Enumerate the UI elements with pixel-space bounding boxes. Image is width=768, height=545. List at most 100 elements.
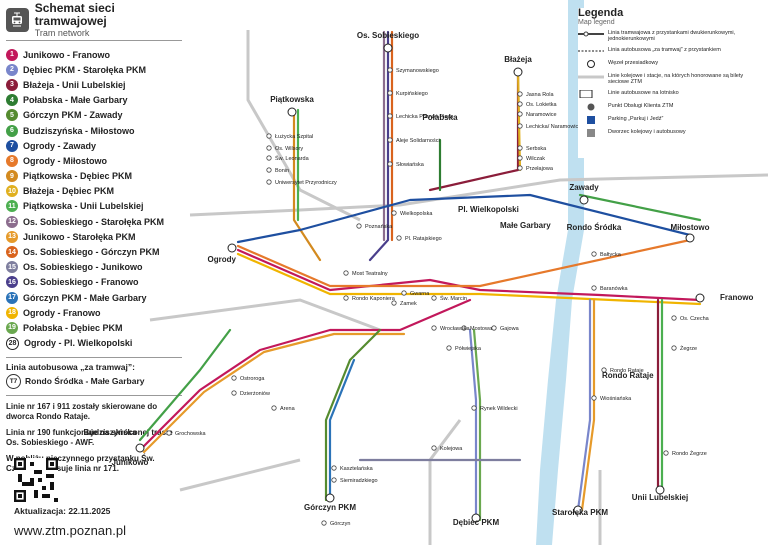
- terminal-label: Os. Sobieskiego: [357, 31, 419, 40]
- stop-marker: [266, 155, 272, 161]
- stop-marker: [431, 325, 437, 331]
- legend-item-pok: Punkt Obsługi Klienta ZTM: [578, 103, 764, 111]
- stop-marker: [266, 133, 272, 139]
- stop-labels: Os. SobieskiegoPiątkowskaBłażejaPołabska…: [84, 31, 754, 527]
- terminal-label: Pl. Wielkopolski: [458, 205, 519, 214]
- legend-title: Legenda: [578, 7, 624, 19]
- line-number-badge: 16: [6, 276, 18, 289]
- terminal-label: Małe Garbary: [500, 221, 551, 230]
- interchange-hub: [287, 107, 297, 117]
- line-number-badge: 3: [6, 78, 18, 91]
- line-route: Ogrody - Zawady: [23, 140, 97, 151]
- line-route: Piątkowska - Dębiec PKM: [23, 171, 133, 182]
- line-number-badge: 8: [6, 154, 18, 167]
- interchange-hub: [579, 195, 589, 205]
- stop-label: Grochowska: [175, 431, 207, 437]
- terminal-label: Piątkowska: [270, 95, 314, 104]
- line-number-badge: 7: [6, 139, 18, 152]
- stop-marker: [387, 137, 393, 143]
- line-route: Piątkowska - Unii Lubelskiej: [23, 201, 144, 212]
- stop-marker: [231, 390, 237, 396]
- stop-label: Bałtycka: [600, 252, 622, 258]
- interchange-hub: [325, 493, 335, 503]
- terminal-label: Starołęka PKM: [552, 508, 608, 517]
- stop-label: Kolejowa: [440, 446, 463, 452]
- website-link[interactable]: www.ztm.poznan.pl: [14, 523, 126, 538]
- line-route: Junikowo - Franowo: [23, 49, 110, 60]
- line-number-badge: 5: [6, 109, 18, 122]
- line-number-badge: 9: [6, 170, 18, 183]
- stop-label: Rondo Rataje: [610, 368, 644, 374]
- legend-item-tram: Linia tramwajowa z przystankami dwukieru…: [578, 30, 764, 42]
- line-route: Os. Sobieskiego - Górczyn PKM: [23, 247, 160, 258]
- legend-item-parking: Parking „Parkuj i Jedź”: [578, 116, 764, 124]
- stop-marker: [331, 477, 337, 483]
- stop-label: Wrocławska: [440, 326, 470, 332]
- stop-label: Ostroroga: [240, 376, 265, 382]
- stop-marker: [517, 111, 523, 117]
- stop-label: Most Teatralny: [352, 271, 388, 277]
- stop-marker: [671, 315, 677, 321]
- stop-label: Wilczak: [526, 156, 545, 162]
- stop-label: Słowiańska: [396, 162, 425, 168]
- stop-label: Baranówka: [600, 286, 628, 292]
- terminal-label: Junikowo: [112, 458, 149, 467]
- stop-marker: [356, 223, 362, 229]
- stop-marker: [517, 123, 523, 129]
- stop-label: Łużycka Szpital: [275, 134, 313, 140]
- line-route: Ogrody - Franowo: [23, 307, 101, 318]
- stop-label: Gajowa: [500, 326, 520, 332]
- bus-line-label: Linia autobusowa „za tramwaj”:: [6, 361, 135, 372]
- line-number-badge: 14: [6, 246, 18, 259]
- stop-marker: [387, 113, 393, 119]
- map-legend: Legenda Map legend Linia tramwajowa z pr…: [578, 8, 764, 158]
- stop-label: Rondo Żegrze: [672, 450, 707, 457]
- line-number-badge: 15: [6, 261, 18, 274]
- stop-label: Wiośniańska: [600, 396, 632, 402]
- stop-marker: [491, 325, 497, 331]
- stop-marker: [401, 290, 407, 296]
- stop-marker: [331, 465, 337, 471]
- stop-marker: [321, 520, 327, 526]
- interchange-hub: [135, 443, 145, 453]
- river-warta: [536, 0, 584, 545]
- stop-marker: [387, 90, 393, 96]
- stop-marker: [591, 251, 597, 257]
- stop-label: Kurpińskiego: [396, 91, 428, 97]
- stop-marker: [431, 445, 437, 451]
- legend-item-rail: Linie kolejowe i stacje, na których hono…: [578, 73, 744, 85]
- legend-item-airport: Linie autobusowe na lotnisko: [578, 89, 764, 99]
- line-route: Junikowo - Starołęka PKM: [23, 231, 136, 242]
- stop-marker: [517, 165, 523, 171]
- line-route: Górczyn PKM - Zawady: [23, 110, 123, 121]
- interchange-hub: [573, 505, 583, 515]
- page-title: Schemat sieci tramwajowej: [34, 1, 115, 28]
- stop-label: Przełajowa: [526, 166, 554, 172]
- interchange-hub: [695, 293, 705, 303]
- stop-marker: [166, 430, 172, 436]
- stop-label: Kasztelańska: [340, 466, 374, 472]
- stop-label: Górczyn: [330, 521, 350, 527]
- stop-label: Półwiejska: [455, 346, 482, 352]
- line-item: 9 Piątkowska - Dębiec PKM: [6, 169, 182, 184]
- stops: [135, 43, 705, 526]
- stop-marker: [461, 325, 467, 331]
- line-route: Os. Sobieskiego - Franowo: [23, 277, 139, 288]
- note-3: W pobliżu nieczynnego przystanku Św. Cze…: [6, 453, 155, 473]
- stop-marker: [266, 167, 272, 173]
- legend-subtitle: Map legend: [578, 19, 615, 26]
- line-route: Dębiec PKM - Starołęka PKM: [23, 64, 147, 75]
- stop-marker: [601, 367, 607, 373]
- stop-marker: [387, 67, 393, 73]
